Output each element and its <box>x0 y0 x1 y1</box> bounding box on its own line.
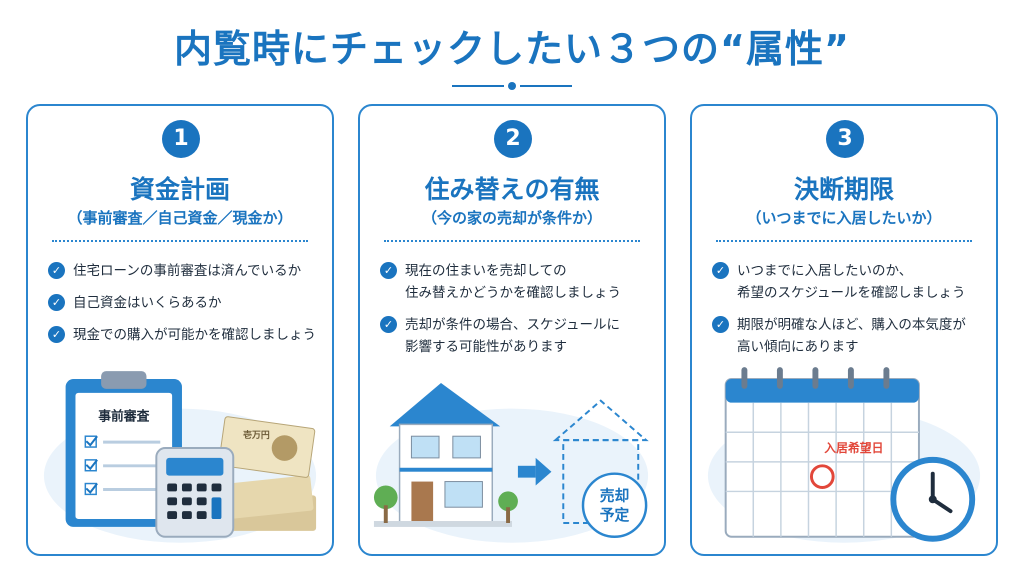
money-icon: 壱万円 <box>218 416 317 531</box>
sale-badge-line1: 売却 <box>600 486 630 504</box>
title-divider <box>452 82 572 90</box>
divider <box>716 240 972 242</box>
card-title: 資金計画 <box>129 175 230 204</box>
arrow-right-icon <box>517 457 552 486</box>
card-subtitle: （今の家の売却が条件か） <box>421 209 602 227</box>
check-icon: ✓ <box>380 316 397 333</box>
card-title: 決断期限 <box>793 175 894 204</box>
checklist: ✓ 現在の住まいを売却しての 住み替えかどうかを確認しましょう ✓ 売却が条件の… <box>380 260 650 368</box>
illustration-relocation: 売却 予定 <box>370 356 654 546</box>
list-item: ✓ 住宅ローンの事前審査は済んでいるか <box>48 260 318 282</box>
check-icon: ✓ <box>48 326 65 343</box>
clock-icon <box>890 456 976 542</box>
target-date-label: 入居希望日 <box>824 441 883 455</box>
divider <box>52 240 308 242</box>
money-label: 壱万円 <box>243 429 270 441</box>
sale-badge-line2: 予定 <box>600 506 630 524</box>
future-house-icon <box>552 399 649 524</box>
list-item: ✓ いつまでに入居したいのか、 希望のスケジュールを確認しましょう <box>712 260 982 304</box>
sale-badge: 売却 予定 <box>581 472 648 539</box>
check-icon: ✓ <box>48 262 65 279</box>
list-item-text: いつまでに入居したいのか、 希望のスケジュールを確認しましょう <box>737 263 966 301</box>
card-number: 3 <box>826 120 864 158</box>
illustration-deadline: 入居希望日 <box>702 356 986 546</box>
divider <box>384 240 640 242</box>
list-item-text: 自己資金はいくらあるか <box>73 295 222 311</box>
calculator-icon <box>155 447 235 538</box>
house-icon <box>373 382 518 527</box>
clipboard-icon: 事前審査 <box>65 371 182 527</box>
list-item-text: 現金での購入が可能かを確認しましょう <box>73 327 316 343</box>
card-title: 住み替えの有無 <box>424 175 600 204</box>
calendar-icon: 入居希望日 <box>724 367 920 538</box>
checklist: ✓ 住宅ローンの事前審査は済んでいるか ✓ 自己資金はいくらあるか ✓ 現金での… <box>48 260 318 356</box>
clipboard-label: 事前審査 <box>98 408 149 424</box>
card-number: 1 <box>162 120 200 158</box>
list-item-text: 期限が明確な人ほど、購入の本気度が 高い傾向にあります <box>737 317 966 355</box>
page-title: 内覧時にチェックしたい３つの“属性” <box>174 27 850 71</box>
list-item-text: 住宅ローンの事前審査は済んでいるか <box>73 263 302 279</box>
card-subtitle: （いつまでに入居したいか） <box>746 209 942 227</box>
list-item-text: 売却が条件の場合、スケジュールに 影響する可能性があります <box>405 317 621 355</box>
checklist: ✓ いつまでに入居したいのか、 希望のスケジュールを確認しましょう ✓ 期限が明… <box>712 260 982 368</box>
list-item: ✓ 現金での購入が可能かを確認しましょう <box>48 324 318 346</box>
card-number: 2 <box>494 120 532 158</box>
illustration-finance: 事前審査 壱万円 <box>38 356 322 546</box>
check-icon: ✓ <box>48 294 65 311</box>
list-item: ✓ 売却が条件の場合、スケジュールに 影響する可能性があります <box>380 314 650 358</box>
check-icon: ✓ <box>712 316 729 333</box>
card-relocation: 2 住み替えの有無 （今の家の売却が条件か） ✓ 現在の住まいを売却しての 住み… <box>358 104 666 556</box>
card-subtitle: （事前審査／自己資金／現金か） <box>67 209 293 227</box>
check-icon: ✓ <box>380 262 397 279</box>
list-item: ✓ 現在の住まいを売却しての 住み替えかどうかを確認しましょう <box>380 260 650 304</box>
list-item: ✓ 自己資金はいくらあるか <box>48 292 318 314</box>
list-item-text: 現在の住まいを売却しての 住み替えかどうかを確認しましょう <box>405 263 621 301</box>
check-icon: ✓ <box>712 262 729 279</box>
card-finance-plan: 1 資金計画 （事前審査／自己資金／現金か） ✓ 住宅ローンの事前審査は済んでい… <box>26 104 334 556</box>
list-item: ✓ 期限が明確な人ほど、購入の本気度が 高い傾向にあります <box>712 314 982 358</box>
card-decision-deadline: 3 決断期限 （いつまでに入居したいか） ✓ いつまでに入居したいのか、 希望の… <box>690 104 998 556</box>
